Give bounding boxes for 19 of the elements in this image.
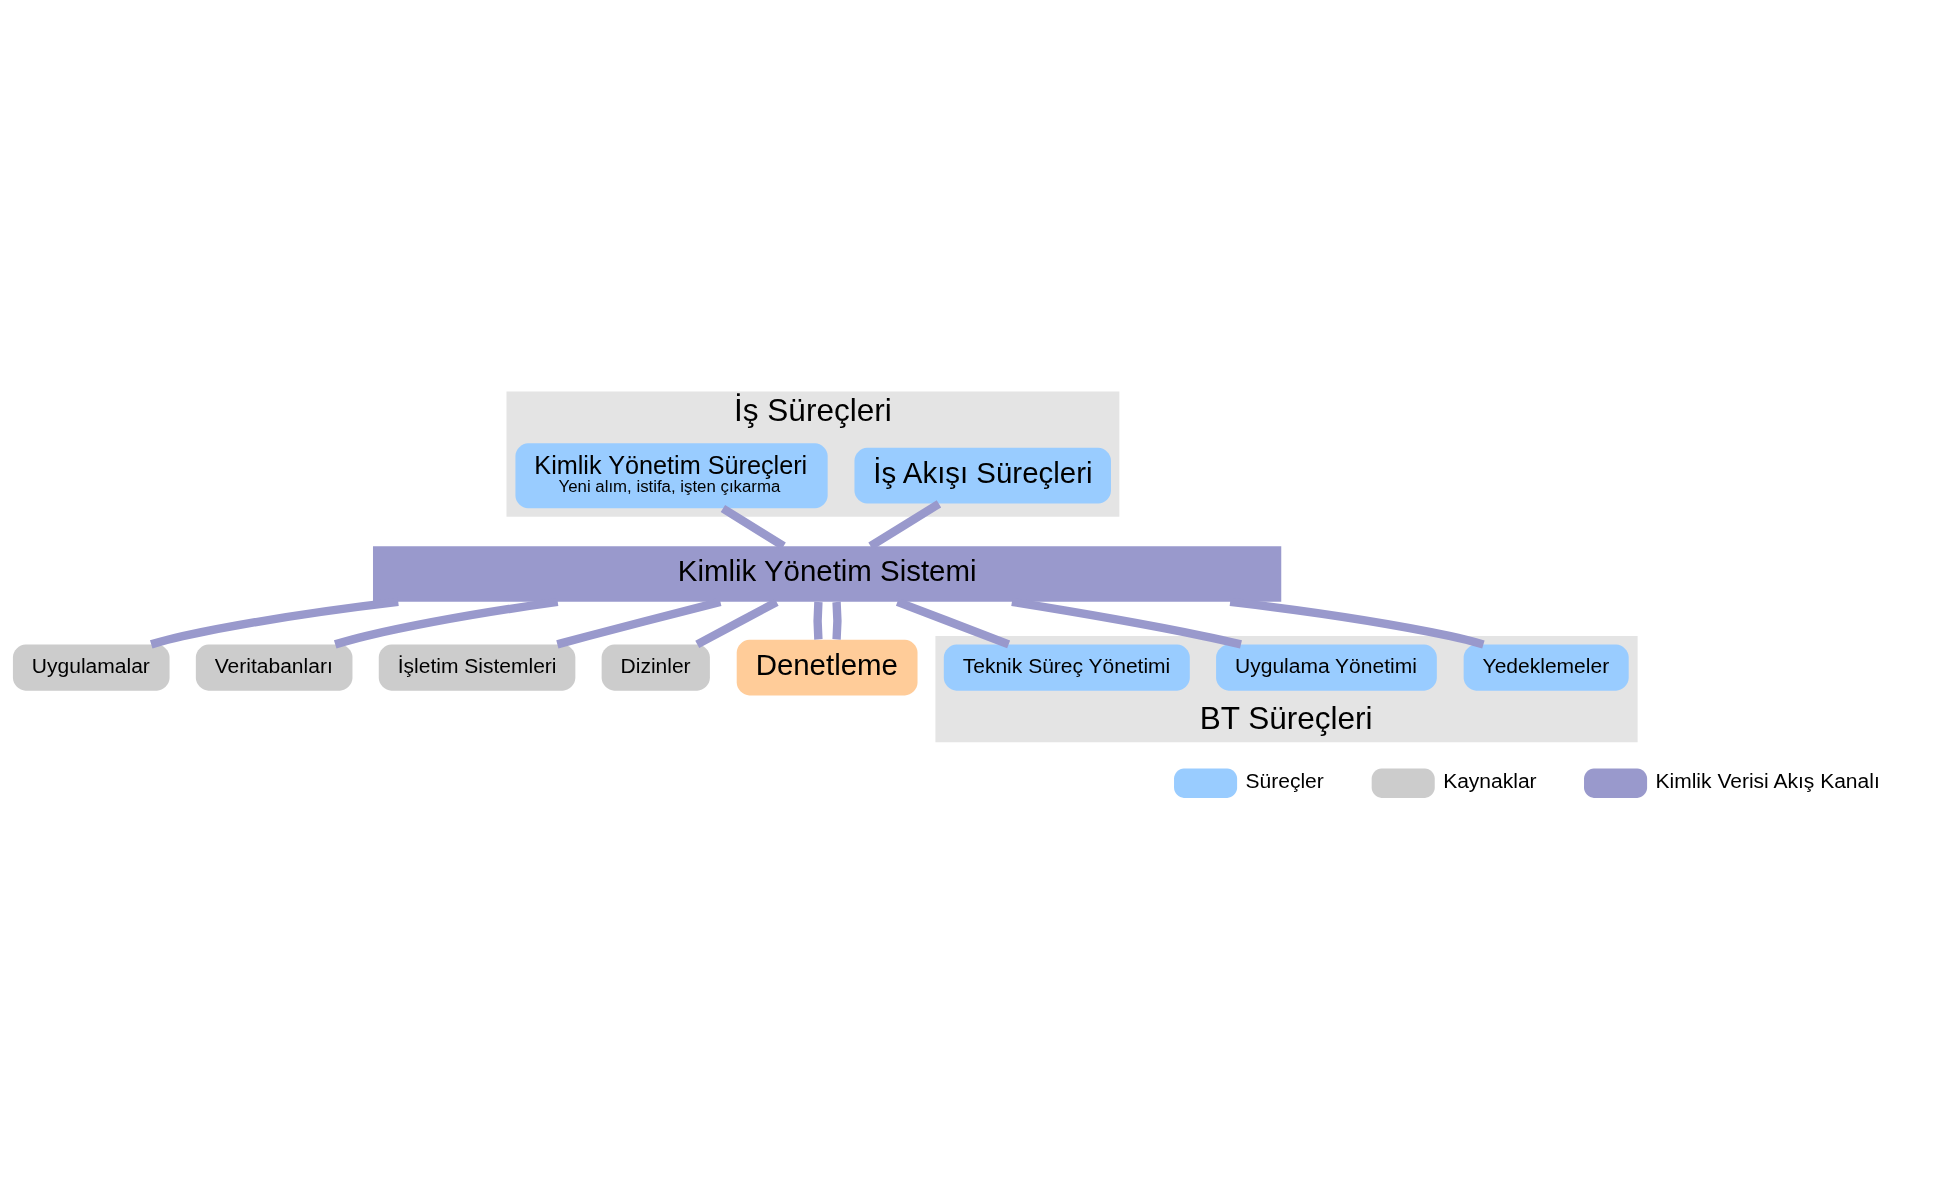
node-box: Yedeklemeler [1463, 643, 1629, 691]
node-box: Uygulama Yönetimi [1216, 643, 1437, 691]
node-box: Dizinler [601, 643, 710, 691]
node-box: İş Akışı Süreçleri [854, 447, 1111, 504]
connector [813, 601, 823, 640]
node-box: Denetleme [736, 639, 918, 695]
legend-label: Kimlik Verisi Akış Kanalı [1655, 768, 1880, 792]
node-box: Kimlik Yönetim Sistemi [373, 545, 1282, 602]
node-box: Uygulamalar [12, 643, 170, 691]
node-box: Veritabanları [195, 643, 353, 691]
connector [868, 499, 942, 550]
node-box: Teknik Süreç Yönetimi [943, 643, 1190, 691]
connector [720, 504, 786, 550]
connector [149, 597, 399, 648]
node-box: Kimlik Yönetim Süreçleri Yeni alım, istifa, işten çıkarma [515, 442, 828, 508]
node-box: İşletim Sistemleri [378, 643, 576, 691]
connector [832, 601, 842, 640]
legend-label: Süreçler [1245, 768, 1324, 792]
legend-label: Kaynaklar [1443, 768, 1537, 792]
